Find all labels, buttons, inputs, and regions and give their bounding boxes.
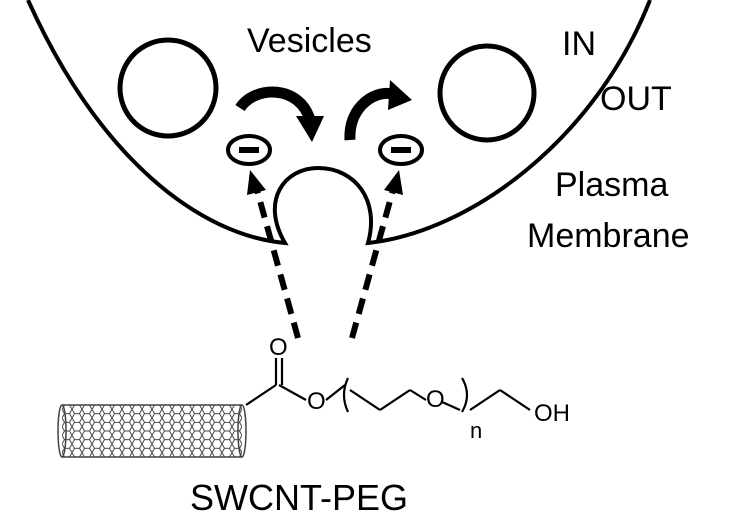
curved-arrow-right-head: [388, 80, 412, 110]
membrane-label-line1: Plasma: [555, 166, 668, 204]
ether-oxygen-label: O: [426, 386, 445, 413]
negative-charge-left: [226, 134, 272, 166]
membrane-label-line2: Membrane: [527, 217, 690, 255]
curved-arrow-right: [344, 88, 398, 141]
peg-structure: [245, 358, 531, 413]
negative-charge-right: [378, 134, 424, 166]
carbonyl-oxygen-label: O: [269, 334, 288, 361]
dashed-arrow-right: [349, 189, 396, 339]
vesicle-right: [437, 43, 537, 143]
vesicle-left: [117, 37, 219, 139]
nanotube: [57, 404, 247, 458]
plasma-membrane: [26, 0, 652, 246]
curved-arrow-left: [235, 86, 316, 122]
repeat-subscript-label: n: [470, 418, 482, 443]
caption-label: SWCNT-PEG: [190, 477, 408, 518]
inside-label: IN: [562, 25, 596, 63]
curved-arrow-left-head: [296, 116, 324, 142]
dashed-arrow-left-head: [247, 170, 266, 195]
outside-label: OUT: [600, 80, 672, 118]
terminal-group-label: OH: [534, 400, 570, 427]
ester-oxygen-label: O: [307, 388, 326, 415]
dashed-arrow-right-head: [384, 170, 403, 195]
dashed-arrow-left: [254, 189, 301, 339]
vesicles-label: Vesicles: [247, 22, 372, 60]
